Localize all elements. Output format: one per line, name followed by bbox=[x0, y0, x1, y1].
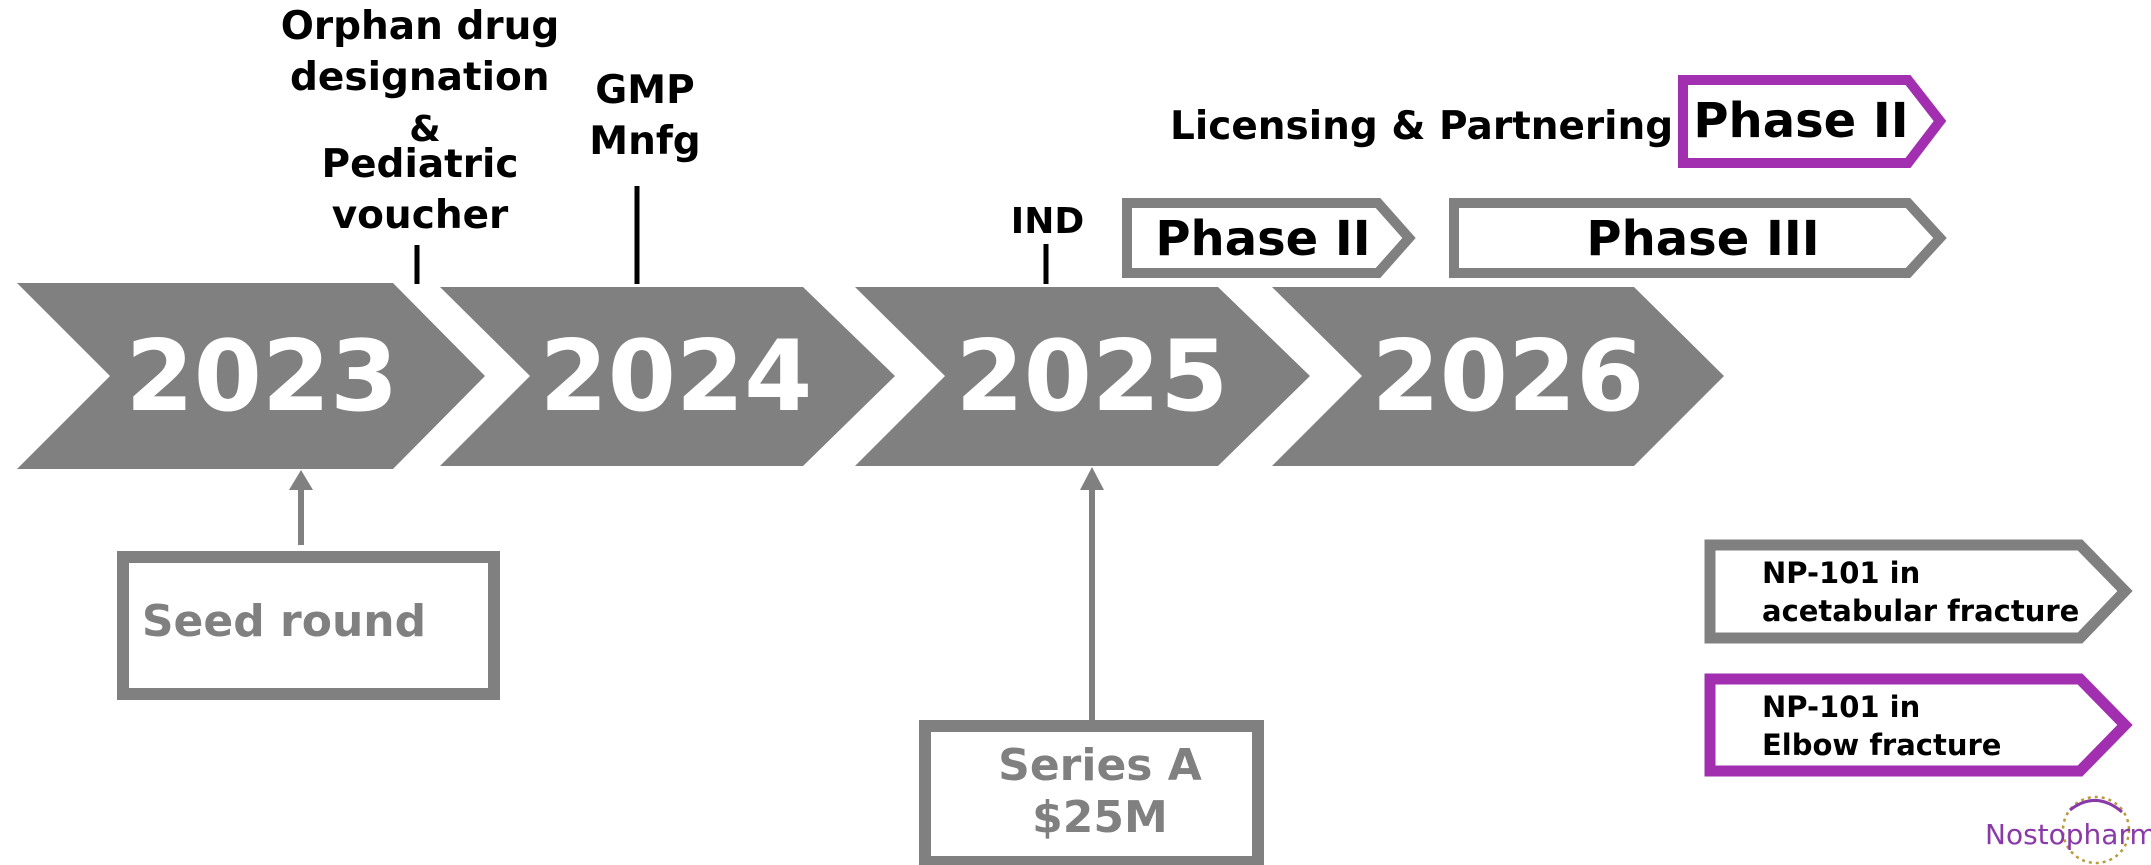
legend-acetabular-arrow bbox=[1704, 539, 2133, 644]
pediatric-line1: Pediatric bbox=[321, 142, 519, 187]
chevron-2025 bbox=[855, 287, 1310, 466]
seed-arrowhead bbox=[289, 470, 313, 490]
series-a-box bbox=[919, 720, 1264, 865]
year-2026: 2026 bbox=[1372, 320, 1645, 434]
gmp-label: GMP Mnfg bbox=[570, 66, 720, 167]
orphan-line2: designation bbox=[290, 54, 550, 100]
legend-acetabular-line1: NP-101 in bbox=[1762, 556, 1921, 590]
chevron-2026 bbox=[1272, 287, 1724, 466]
phase2-acetabular-arrow bbox=[1122, 198, 1416, 278]
pediatric-voucher-label: Pediatric voucher bbox=[310, 140, 530, 241]
pediatric-line2: voucher bbox=[331, 192, 509, 238]
legend-acetabular-line2: acetabular fracture bbox=[1762, 594, 2080, 629]
series-a-arrowhead bbox=[1080, 467, 1104, 490]
legend-acetabular-label: NP-101 in acetabular fracture bbox=[1762, 554, 2079, 631]
phase2-elbow-label: Phase II bbox=[1693, 93, 1908, 149]
phase2-acetabular-label: Phase II bbox=[1155, 211, 1370, 267]
phase3-acetabular-label: Phase III bbox=[1586, 211, 1819, 267]
year-2025: 2025 bbox=[956, 320, 1229, 434]
ind-label: IND bbox=[1010, 201, 1085, 242]
legend-elbow-line1: NP-101 in bbox=[1762, 690, 1921, 724]
seed-round-box bbox=[117, 551, 500, 700]
gmp-line1: GMP bbox=[595, 68, 695, 113]
legend-elbow-line2: Elbow fracture bbox=[1762, 728, 2002, 763]
chevron-2023 bbox=[17, 283, 485, 469]
orphan-drug-label: Orphan drug designation bbox=[270, 2, 570, 103]
seed-round-label: Seed round bbox=[141, 596, 427, 647]
orphan-line1: Orphan drug bbox=[280, 4, 560, 49]
legend-elbow-arrow bbox=[1704, 673, 2133, 777]
licensing-partnering-label: Licensing & Partnering bbox=[1170, 104, 1674, 149]
series-a-label: Series A $25M bbox=[930, 740, 1270, 844]
series-a-line1: Series A bbox=[998, 740, 1202, 791]
phase3-acetabular-arrow bbox=[1449, 198, 1947, 278]
chevron-2024 bbox=[440, 287, 895, 466]
nostopharm-logo-mark bbox=[2061, 795, 2131, 865]
legend-elbow-label: NP-101 in Elbow fracture bbox=[1762, 688, 2001, 765]
ampersand-label: & bbox=[409, 109, 441, 150]
gmp-line2: Mnfg bbox=[589, 118, 701, 164]
year-2024: 2024 bbox=[540, 320, 813, 434]
series-a-line2: $25M bbox=[1032, 791, 1168, 843]
nostopharm-logo-text: Nostopharm bbox=[1985, 818, 2151, 851]
phase2-elbow-arrow bbox=[1678, 75, 1947, 168]
year-2023: 2023 bbox=[126, 320, 399, 434]
